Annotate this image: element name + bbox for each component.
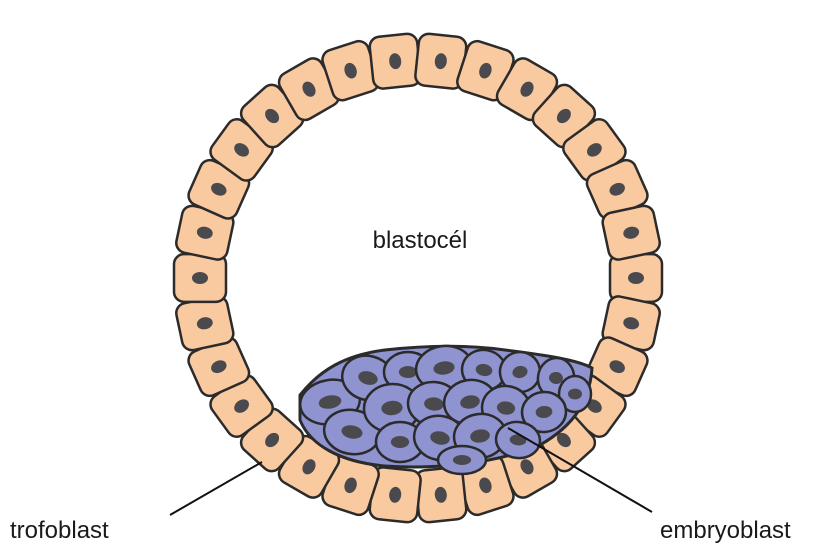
embryoblast-label: embryoblast [660,517,791,544]
trophoblast-cell [601,204,662,261]
trophoblast-cell [174,295,235,352]
blastocoel-label: blastocél [373,227,468,254]
trophoblast-nucleus [628,272,644,284]
trophoblast-cell [369,33,422,90]
embryoblast-nucleus [399,366,417,378]
trophoblast-cell [174,254,226,302]
embryoblast-cell [438,446,486,474]
embryoblast-nucleus [568,389,582,400]
trophoblast-nucleus [192,272,208,284]
trofoblast-leader-line [170,462,262,515]
embryoblast-nucleus [391,436,409,448]
trofoblast-label: trofoblast [10,517,109,544]
embryoblast-nucleus [453,455,471,465]
trophoblast-cell [610,254,662,302]
